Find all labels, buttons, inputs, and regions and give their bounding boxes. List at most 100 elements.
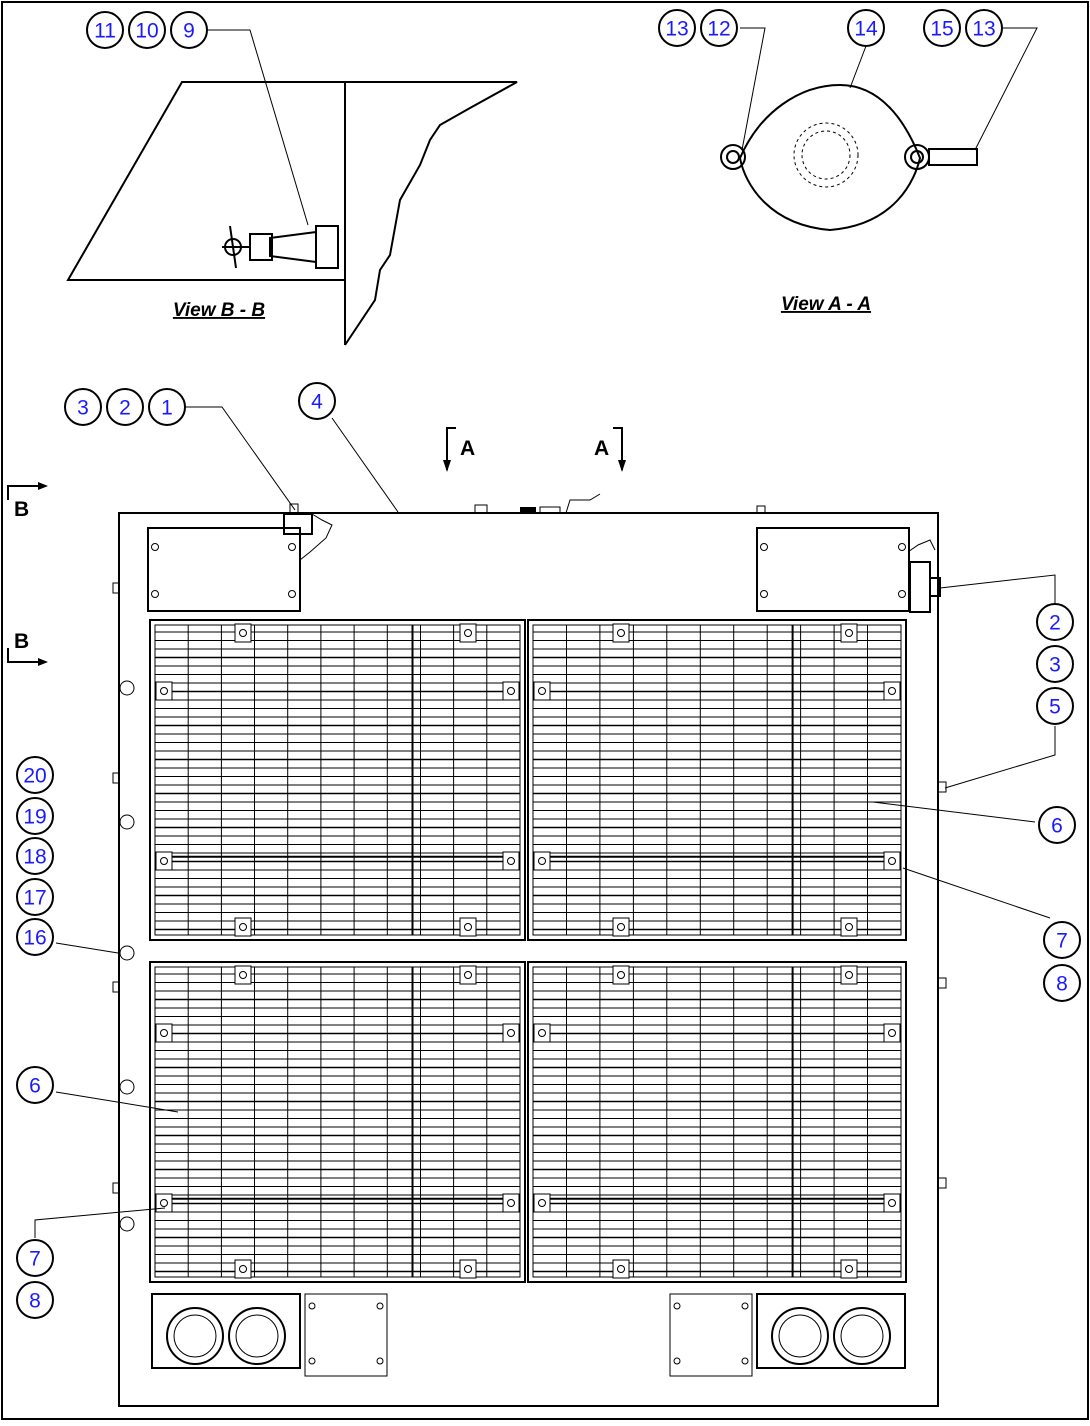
mounting-clip xyxy=(155,681,173,701)
mounting-clip xyxy=(533,1023,551,1043)
fastener-icon xyxy=(741,1357,749,1365)
callout-18: 18 xyxy=(16,837,54,875)
leader-6-right xyxy=(872,801,1036,823)
svg-text:3: 3 xyxy=(77,397,89,420)
top-bracket xyxy=(474,504,488,514)
bolt-icon xyxy=(160,687,168,695)
svg-text:7: 7 xyxy=(29,1248,41,1271)
latch-block xyxy=(249,233,273,261)
leader-9 xyxy=(207,29,309,226)
svg-text:14: 14 xyxy=(854,18,878,41)
connector-port-inner xyxy=(840,1314,884,1358)
bolt-icon xyxy=(160,1029,168,1037)
callout-6-right: 6 xyxy=(1038,806,1076,844)
side-tab xyxy=(112,772,120,784)
callout-5: 5 xyxy=(1036,687,1074,725)
fastener-icon xyxy=(151,590,159,598)
bolt-icon xyxy=(239,971,247,979)
grille-inner-frame xyxy=(154,966,521,1278)
svg-text:8: 8 xyxy=(29,1290,41,1313)
svg-text:4: 4 xyxy=(311,391,323,414)
bolt-icon xyxy=(507,857,515,865)
mounting-clip xyxy=(612,965,630,985)
flange-hole xyxy=(793,122,859,188)
bolt-icon xyxy=(888,1029,896,1037)
callout-19: 19 xyxy=(16,797,54,835)
mounting-clip xyxy=(155,1193,173,1213)
bolt-icon xyxy=(538,857,546,865)
connector-port-icon xyxy=(833,1307,891,1365)
bolt-icon xyxy=(617,923,625,931)
arrow-right-icon xyxy=(38,482,48,490)
fastener-icon xyxy=(673,1302,681,1310)
fastener-icon xyxy=(151,543,159,551)
mounting-clip xyxy=(459,1259,477,1279)
mounting-clip xyxy=(155,851,173,871)
view-b-b: View B - B xyxy=(66,81,518,346)
mounting-clip xyxy=(234,1259,252,1279)
leader-7-right xyxy=(902,867,1051,919)
latch-tl-break xyxy=(299,513,333,561)
cover-plate xyxy=(669,1293,753,1377)
bottom-right-connector xyxy=(669,1293,906,1377)
section-a-right-mark xyxy=(613,427,623,470)
callout-1: 1 xyxy=(148,388,186,426)
svg-text:13: 13 xyxy=(665,18,688,41)
cover-plate xyxy=(304,1293,388,1377)
svg-text:15: 15 xyxy=(930,18,953,41)
bolt-icon xyxy=(239,1265,247,1273)
bolt-right-hole xyxy=(910,150,924,164)
callout-2-right: 2 xyxy=(1036,603,1074,641)
leader-1 xyxy=(185,406,296,511)
callout-10: 10 xyxy=(128,11,166,49)
fastener-icon xyxy=(673,1357,681,1365)
callout-14: 14 xyxy=(847,9,885,47)
fastener-icon xyxy=(376,1357,384,1365)
hinge-icon xyxy=(119,814,135,830)
bolt-icon xyxy=(845,629,853,637)
mounting-clip xyxy=(883,1193,901,1213)
svg-text:6: 6 xyxy=(29,1075,41,1098)
svg-text:7: 7 xyxy=(1056,930,1068,953)
latch-tr xyxy=(909,561,931,613)
leader-12 xyxy=(740,27,766,151)
mounting-clip xyxy=(612,1259,630,1279)
top-handle xyxy=(565,493,601,514)
section-b-bottom-mark xyxy=(7,648,40,663)
leader-4 xyxy=(331,417,399,513)
connector-port-icon xyxy=(771,1307,829,1365)
svg-text:10: 10 xyxy=(135,20,158,43)
svg-text:1: 1 xyxy=(161,397,173,420)
upper-right-plate xyxy=(756,527,910,612)
mounting-clip xyxy=(459,917,477,937)
leader-7-left xyxy=(34,1207,166,1238)
mounting-clip xyxy=(533,1193,551,1213)
fastener-icon xyxy=(760,543,768,551)
leader-6-left xyxy=(55,1091,179,1113)
grille-frame xyxy=(527,961,907,1283)
view-b-break-edge xyxy=(344,81,518,346)
bolt-icon xyxy=(464,923,472,931)
mounting-clip xyxy=(234,917,252,937)
bolt-icon xyxy=(845,923,853,931)
mounting-clip xyxy=(234,965,252,985)
grille-area xyxy=(149,619,907,1283)
callout-13-right: 13 xyxy=(965,9,1003,47)
grille-section xyxy=(149,961,526,1283)
latch-tr-nut xyxy=(929,577,941,597)
side-tab xyxy=(112,1182,120,1194)
mounting-clip xyxy=(883,681,901,701)
bolt-icon xyxy=(617,1265,625,1273)
bolt-icon xyxy=(617,629,625,637)
leader-5-right xyxy=(944,726,1056,789)
grille-section xyxy=(527,961,907,1283)
fastener-icon xyxy=(760,590,768,598)
connector-port-icon xyxy=(228,1307,286,1365)
bolt-left-hole xyxy=(726,150,740,164)
grille-section xyxy=(527,619,907,941)
callout-16: 16 xyxy=(16,918,54,956)
svg-text:8: 8 xyxy=(1056,973,1068,996)
mounting-clip xyxy=(840,965,858,985)
fastener-icon xyxy=(898,543,906,551)
callout-17: 17 xyxy=(16,878,54,916)
